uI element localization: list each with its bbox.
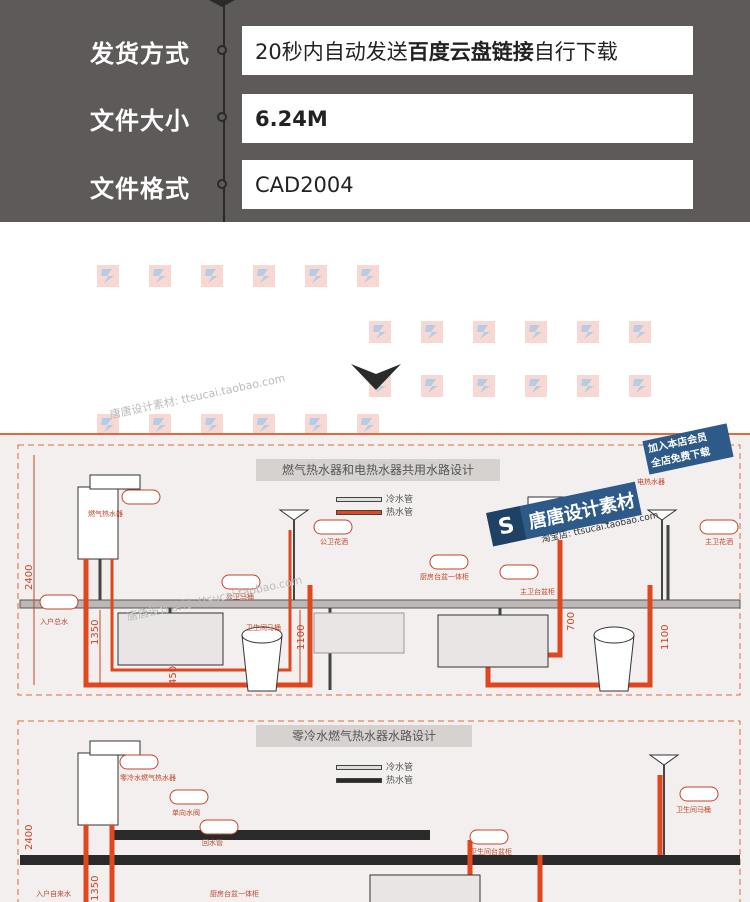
pipe-label: 卫生间马桶 bbox=[246, 624, 281, 632]
delivery-value-post: 自行下载 bbox=[533, 39, 618, 64]
chevron-down-icon bbox=[351, 364, 401, 390]
pipe-label: 厨房台盆一体柜 bbox=[420, 573, 469, 581]
plumbing-diagram bbox=[17, 444, 741, 902]
dimension-label: 1350 bbox=[90, 619, 101, 645]
delivery-label: 发货方式 bbox=[90, 40, 190, 68]
bullet-dot bbox=[217, 45, 227, 55]
watermark-logo-icon bbox=[577, 321, 599, 343]
dimension-label: 2400 bbox=[24, 564, 35, 590]
bullet-dot bbox=[217, 179, 227, 189]
watermark-logo-icon bbox=[253, 265, 275, 287]
pipe-label: 公卫马桶 bbox=[226, 593, 254, 601]
watermark-logo-icon bbox=[201, 414, 223, 436]
watermark-logo-icon bbox=[577, 375, 599, 397]
watermark-logo-icon bbox=[629, 321, 651, 343]
dimension-label: 1350 bbox=[90, 875, 101, 901]
watermark-logo-icon bbox=[357, 414, 379, 436]
top-notch bbox=[209, 0, 235, 7]
legend-hot-label: 热水管 bbox=[386, 508, 414, 518]
watermark-logo-icon bbox=[97, 265, 119, 287]
diagram-title-1: 燃气热水器和电热水器共用水路设计 bbox=[256, 459, 500, 481]
legend-hot: 热水管 bbox=[336, 505, 413, 518]
format-value-text: CAD2004 bbox=[255, 172, 354, 197]
watermark-logo-icon bbox=[473, 321, 495, 343]
dimension-label: 1100 bbox=[296, 624, 307, 650]
brand-logo: S bbox=[486, 506, 527, 547]
dimension-label: 450 bbox=[168, 665, 179, 685]
legend-hot-label-2: 热水管 bbox=[386, 776, 414, 786]
watermark-logo-icon bbox=[201, 265, 223, 287]
pipe-label: 入户总水 bbox=[40, 618, 68, 626]
watermark-logo-icon bbox=[473, 375, 495, 397]
watermark-logo-icon bbox=[421, 375, 443, 397]
watermark-logo-icon bbox=[525, 321, 547, 343]
dimension-label: 700 bbox=[566, 611, 577, 631]
pipe-label: 电热水器 bbox=[637, 478, 665, 486]
watermark-logo-icon bbox=[629, 375, 651, 397]
watermark-logo-icon bbox=[97, 414, 119, 436]
pipe-label: 厨房台盆一体柜 bbox=[210, 890, 259, 898]
watermark-logo-icon bbox=[369, 321, 391, 343]
legend-hot-2: 热水管 bbox=[336, 773, 413, 786]
format-value: CAD2004 bbox=[242, 160, 693, 209]
watermark-logo-icon bbox=[305, 265, 327, 287]
divider-line bbox=[223, 0, 225, 222]
info-panel: 发货方式 20秒内自动发送百度云盘链接自行下载 文件大小 6.24M 文件格式 … bbox=[0, 0, 750, 222]
filesize-value: 6.24M bbox=[242, 94, 693, 143]
watermark-logo-icon bbox=[149, 265, 171, 287]
pipe-label: 燃气热水器 bbox=[88, 510, 123, 518]
legend-cold-label: 冷水管 bbox=[386, 495, 414, 505]
filesize-label: 文件大小 bbox=[90, 107, 190, 135]
watermark-logo-icon bbox=[357, 265, 379, 287]
delivery-value-bold: 百度云盘链接 bbox=[407, 39, 534, 64]
pipe-label: 单向水阀 bbox=[172, 809, 200, 817]
pipe-label: 卫生间马桶 bbox=[676, 806, 711, 814]
bullet-dot bbox=[217, 112, 227, 122]
legend-cold-label-2: 冷水管 bbox=[386, 763, 414, 773]
delivery-value: 20秒内自动发送百度云盘链接自行下载 bbox=[242, 26, 693, 75]
pipe-label: 入户自来水 bbox=[36, 890, 71, 898]
pipe-label: 卫生间台盆柜 bbox=[470, 848, 512, 856]
diagram-title-2: 零冷水燃气热水器水路设计 bbox=[256, 725, 472, 747]
watermark-logo-icon bbox=[305, 414, 327, 436]
pipe-label: 公卫花洒 bbox=[320, 538, 348, 546]
pipe-label: 零冷水燃气热水器 bbox=[120, 774, 176, 782]
dimension-label: 2400 bbox=[24, 824, 35, 850]
pipe-label: 回水管 bbox=[202, 839, 223, 847]
pipe-label: 主卫台盆柜 bbox=[520, 588, 555, 596]
watermark-logo-icon bbox=[149, 414, 171, 436]
legend-cold: 冷水管 bbox=[336, 492, 413, 505]
cad-drawing-preview: 燃气热水器和电热水器共用水路设计 冷水管 热水管 零冷水燃气热水器水路设计 冷水… bbox=[0, 433, 750, 902]
pipe-label: 主卫花洒 bbox=[705, 538, 733, 546]
dimension-label: 1100 bbox=[660, 624, 671, 650]
delivery-value-pre: 20秒内自动发送 bbox=[255, 39, 408, 64]
watermark-logo-icon bbox=[421, 321, 443, 343]
filesize-value-text: 6.24M bbox=[255, 106, 328, 131]
watermark-logo-icon bbox=[525, 375, 547, 397]
legend-cold-2: 冷水管 bbox=[336, 760, 413, 773]
format-label: 文件格式 bbox=[90, 175, 190, 203]
watermark-logo-icon bbox=[253, 414, 275, 436]
